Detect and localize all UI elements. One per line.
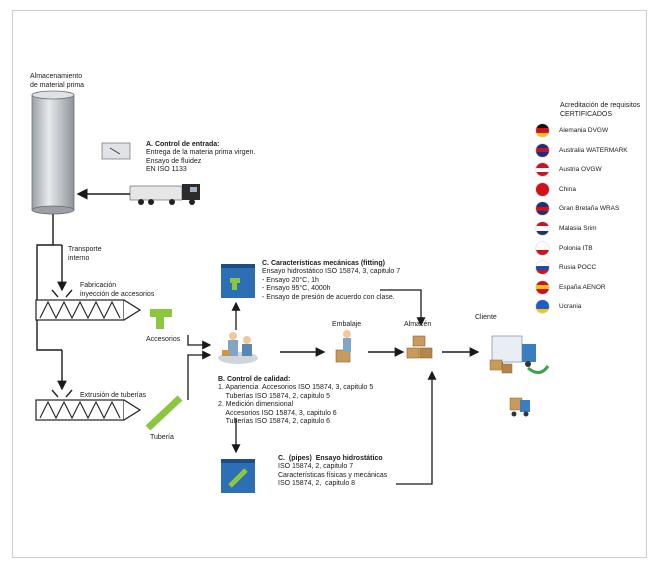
fitting-to-warehouse-arrow <box>380 289 426 327</box>
fitting-test-box <box>221 264 255 298</box>
legend-item-label: Ucrania <box>559 303 582 311</box>
legend-item-label: España AENOR <box>559 283 606 291</box>
legend-item-label: Polonia ITB <box>559 244 593 252</box>
control-a-body: Entrega de la materia prima virgen. Ensa… <box>146 149 256 173</box>
pipe-test-box <box>221 459 255 493</box>
entrance-control-icon <box>101 142 131 160</box>
legend-item: Gran Bretaña WRAS <box>536 202 651 216</box>
fitting-icon <box>150 309 172 329</box>
transport-label: Transporte interno <box>68 246 102 262</box>
accessories-to-qc-arrow <box>187 335 212 350</box>
control-a-title: A. Control de entrada: <box>146 141 220 148</box>
legend-item-label: China <box>559 185 576 193</box>
legend-item: Austria OVGW <box>536 163 651 177</box>
legend-item-label: Gran Bretaña WRAS <box>559 205 620 213</box>
quality-control-icon <box>218 332 258 364</box>
legend-item: España AENOR <box>536 280 651 295</box>
legend-item-label: Alemania DVGW <box>559 127 609 134</box>
flag-icon <box>536 280 549 294</box>
transport-line <box>36 214 62 351</box>
legend-item: Ucrania <box>536 300 651 314</box>
legend-item-label: Australia WATERMARK <box>559 146 628 154</box>
control-c-fitting-body: Ensayo hidrostático ISO 15874, 3, capitu… <box>262 268 401 301</box>
control-c-fitting-title: C. Características mecánicas (fitting) <box>262 260 385 267</box>
control-b-body: 1. Apariencia Accesorios ISO 15874, 3, c… <box>218 384 374 425</box>
extrusion-screw-icon <box>35 389 142 421</box>
flag-icon <box>536 124 549 137</box>
fabrication-label: Fabricación inyección de accesorios <box>80 282 155 298</box>
legend-item: Polonia ITB <box>536 241 651 256</box>
control-b-title: B. Control de calidad: <box>218 376 291 383</box>
flag-icon <box>536 261 549 275</box>
packaging-icon <box>335 330 351 363</box>
forklift-icon <box>509 397 530 417</box>
flag-icon <box>536 300 549 314</box>
client-label: Cliente <box>475 314 497 321</box>
pipes-to-qc-arrow <box>187 350 212 400</box>
flag-icon <box>536 222 549 235</box>
legend-item-label: Malasia Srim <box>559 225 597 232</box>
flag-icon <box>536 182 549 196</box>
storage-label: Almacenamiento de material prima <box>30 73 85 89</box>
client-truck-icon <box>489 335 550 374</box>
diagram-frame <box>12 10 647 558</box>
flag-icon <box>536 143 549 157</box>
pipe-to-warehouse-arrow <box>396 370 437 485</box>
legend-item-label: Rusia POCC <box>559 264 597 272</box>
flag-icon <box>536 202 549 216</box>
truck-icon <box>129 184 200 205</box>
legend-item: Rusia POCC <box>536 261 651 275</box>
injection-screw-icon <box>35 289 142 321</box>
warehouse-icon <box>406 335 433 359</box>
pipe-label: Tubería <box>150 434 174 441</box>
legend-item: Australia WATERMARK <box>536 143 651 158</box>
control-c-pipes-title: C. (pipes) Ensayo hidrostático <box>278 455 383 462</box>
legend-title: Acreditación de requisitos CERTIFICADOS <box>560 102 641 118</box>
legend-item: Malasia Srim <box>536 222 651 236</box>
flag-icon <box>536 241 549 255</box>
extrusion-label: Extrusión de tuberías <box>80 392 147 399</box>
legend-item: Alemania DVGW <box>536 124 651 138</box>
pipe-icon <box>145 395 183 431</box>
packaging-label: Embalaje <box>332 321 362 328</box>
storage-silo <box>31 90 75 215</box>
flag-icon <box>536 163 549 177</box>
legend-item-label: Austria OVGW <box>559 166 602 174</box>
legend-item: China <box>536 182 651 197</box>
warehouse-label: Almacén <box>404 321 432 328</box>
accessories-label: Accesorios <box>146 336 181 343</box>
control-c-pipes-body: ISO 15874, 2, capitulo 7 Características… <box>278 463 388 487</box>
